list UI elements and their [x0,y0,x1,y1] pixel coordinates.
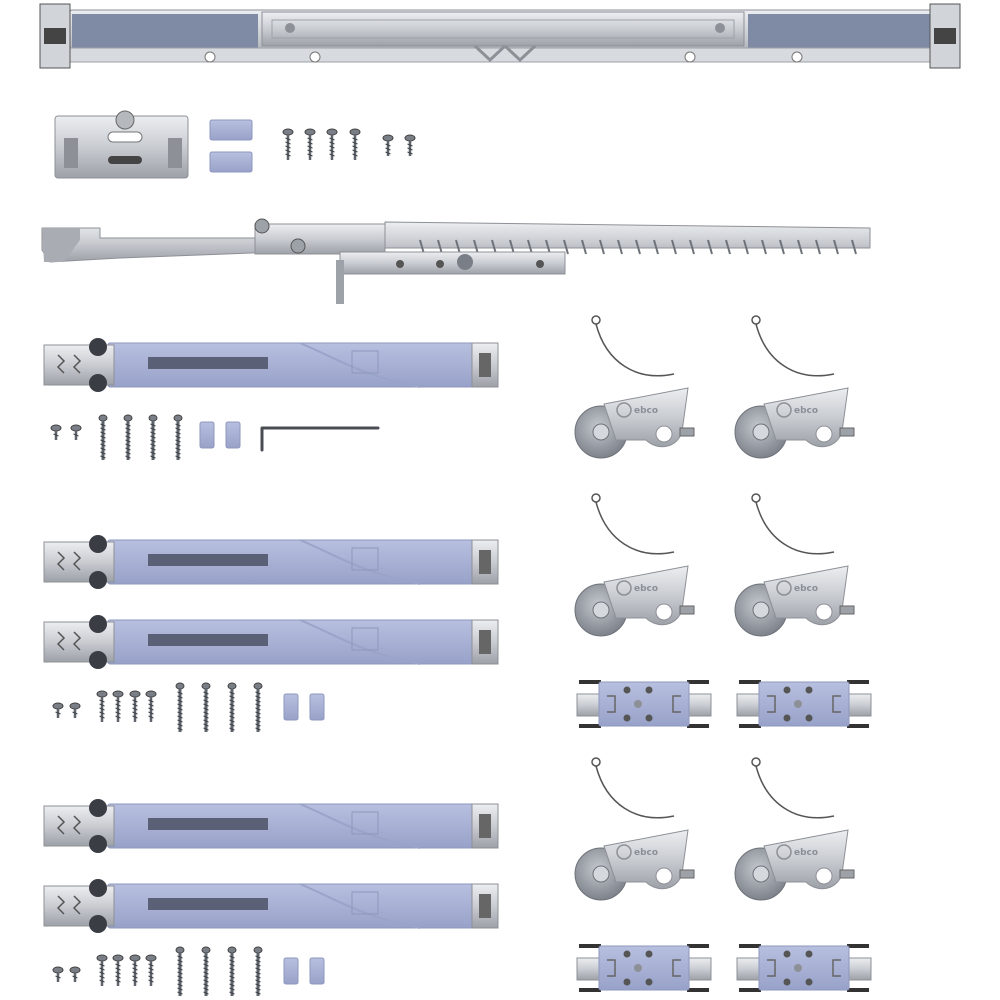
roller-wheel-brackets: ebco ebco ebco ebco ebco ebco [574,315,855,901]
screw-icon [52,966,64,982]
wheel-brand-text: ebco [634,584,658,594]
screw-icon [96,954,108,986]
screw-icon [69,702,81,718]
wheel-brand-text: ebco [634,406,658,416]
screw-icon [123,414,133,460]
wheel-bracket: ebco [734,493,855,637]
screw-icon [175,682,185,732]
screw-icon [145,690,157,722]
top-rail-bracket [39,3,961,69]
damper-unit [43,338,499,392]
screw-icon [129,954,141,986]
screw-icon [201,682,211,732]
wheel-bracket: ebco [734,757,855,901]
wheel-bracket: ebco [574,757,695,901]
spacer-blocks [209,119,253,173]
screw-icon [349,128,361,160]
screw-icon [253,946,263,996]
screw-icon [129,690,141,722]
spacer-block [309,957,325,985]
screw-icon [69,966,81,982]
screw-icon [253,682,263,732]
screw-icon [96,690,108,722]
screw-icon [326,128,338,160]
screw-icon [112,690,124,722]
soft-close-dampers [43,338,499,933]
spacer-block [283,693,299,721]
screws-set-top [282,128,416,160]
wheel-bracket: ebco [574,493,695,637]
screw-icon [282,128,294,160]
wheel-brand-text: ebco [794,406,818,416]
allen-key [260,426,380,452]
screw-icon [404,134,416,156]
spacer-block [309,693,325,721]
screw-icon [145,954,157,986]
wheel-brand-text: ebco [794,584,818,594]
screw-icon [70,424,82,440]
wheel-brand-text: ebco [794,848,818,858]
screw-icon [52,702,64,718]
screw-icon [173,414,183,460]
screw-icon [304,128,316,160]
screw-icon [148,414,158,460]
screw-icon [50,424,62,440]
fastener-sets [50,414,325,996]
guide-plate [576,944,712,992]
wheel-bracket: ebco [734,315,855,459]
screw-icon [98,414,108,460]
spacer-block [225,421,241,449]
spacer-block [283,957,299,985]
wheel-brand-text: ebco [634,848,658,858]
guide-plate [576,680,712,728]
guide-plate [736,944,872,992]
spacer-block [199,421,215,449]
guide-plates [576,680,872,992]
damper-unit [43,879,499,933]
damper-unit [43,799,499,853]
screw-icon [227,682,237,732]
screw-icon [382,134,394,156]
damper-unit [43,615,499,669]
screw-icon [227,946,237,996]
screw-icon [112,954,124,986]
damper-unit [43,535,499,589]
wheel-bracket: ebco [574,315,695,459]
mounting-plate [54,110,189,179]
toothed-track [41,218,871,304]
screw-icon [175,946,185,996]
guide-plate [736,680,872,728]
screw-icon [201,946,211,996]
